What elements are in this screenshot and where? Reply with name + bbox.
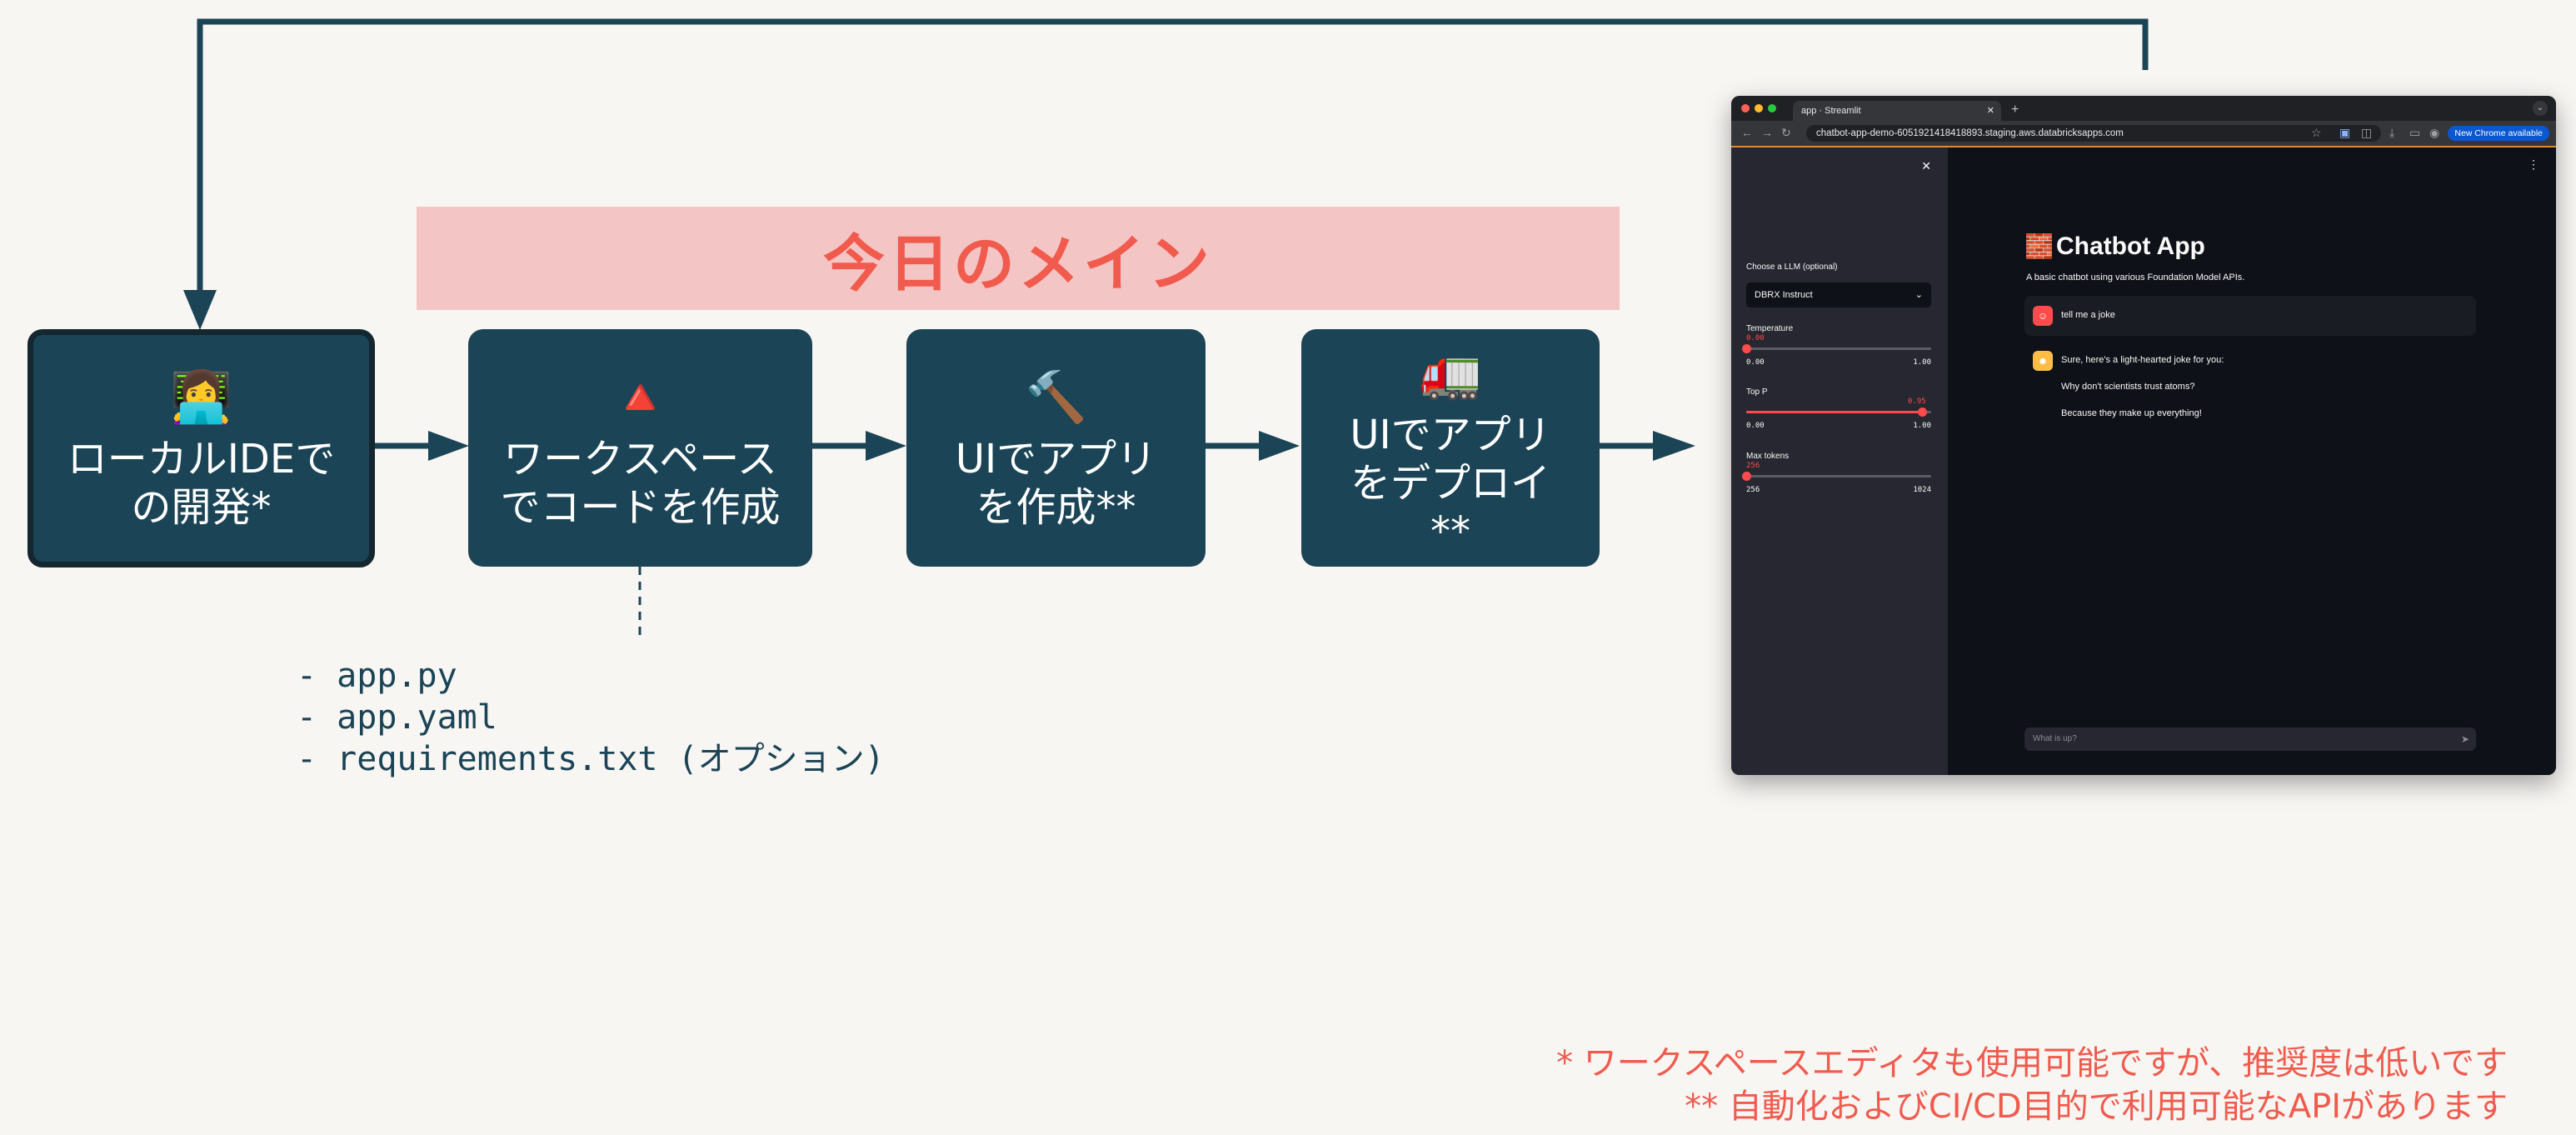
app-logo-icon: 🧱 — [2024, 233, 2054, 259]
chrome-update-button[interactable]: New Chrome available — [2448, 126, 2549, 141]
red-triangle-icon: 🔺 — [609, 368, 671, 427]
step-arrows — [375, 431, 1695, 461]
profile-avatar-icon[interactable]: ◉ — [2429, 126, 2440, 139]
step-label: UIでアプリ をデプロイ ** — [1350, 411, 1551, 555]
step-create-app-ui: 🔨 UIでアプリ を作成** — [906, 329, 1206, 567]
address-bar: ← → ↻ chatbot-app-demo-6051921418418893.… — [1731, 121, 2556, 148]
user-message: ☺ tell me a joke — [2024, 296, 2476, 336]
max-tokens-slider[interactable] — [1742, 472, 1931, 481]
temperature-min: 0.00 — [1746, 358, 1765, 367]
feedback-loop-line — [197, 18, 2149, 307]
browser-tab[interactable]: app · Streamlit ✕ — [1793, 101, 2001, 121]
slider-fill — [1746, 411, 1922, 413]
tab-title: app · Streamlit — [1801, 106, 1861, 116]
assistant-message-line: Sure, here's a light-hearted joke for yo… — [2061, 355, 2224, 365]
file-item: - app.yaml — [297, 698, 497, 737]
close-sidebar-icon[interactable]: ✕ — [1921, 159, 1931, 172]
slider-thumb[interactable] — [1742, 472, 1751, 481]
user-message-text: tell me a joke — [2061, 310, 2115, 320]
assistant-message: ☻ Sure, here's a light-hearted joke for … — [2024, 351, 2476, 434]
more-menu-icon[interactable]: ⋮ — [2528, 158, 2539, 171]
minimize-window-icon[interactable] — [1755, 104, 1763, 112]
streamlit-main: ⋮ 🧱 Chatbot App A basic chatbot using va… — [1948, 148, 2556, 775]
reload-icon[interactable]: ↻ — [1781, 126, 1791, 139]
app-title: Chatbot App — [2056, 232, 2205, 260]
top-p-value: 0.95 — [1908, 398, 1926, 406]
hammer-icon: 🔨 — [1025, 368, 1087, 427]
maximize-window-icon[interactable] — [1768, 104, 1776, 112]
url-field[interactable]: chatbot-app-demo-6051921418418893.stagin… — [1806, 125, 2381, 142]
main-topic-banner: 今日のメイン — [417, 207, 1620, 310]
slider-thumb[interactable] — [1917, 408, 1927, 417]
llm-select[interactable]: DBRX Instruct ⌄ — [1746, 282, 1931, 308]
tab-search-icon[interactable]: ⌄ — [2533, 101, 2548, 116]
temperature-max: 1.00 — [1913, 358, 1931, 367]
assistant-avatar-icon: ☻ — [2033, 351, 2053, 371]
browser-tab-bar: app · Streamlit ✕ + ⌄ — [1731, 96, 2556, 121]
temperature-label: Temperature — [1746, 324, 1794, 333]
banner-text: 今日のメイン — [823, 228, 1213, 300]
step-label: UIでアプリ を作成** — [955, 435, 1157, 531]
slider-thumb[interactable] — [1742, 344, 1751, 353]
browser-screenshot: app · Streamlit ✕ + ⌄ ← → ↻ chatbot-app-… — [1731, 96, 2556, 775]
chat-input[interactable]: What is up? ➤ — [2024, 728, 2476, 751]
send-icon[interactable]: ➤ — [2460, 733, 2469, 745]
footnote-2: ** 自動化およびCI/CD目的で利用可能なAPIがあります — [1685, 1088, 2508, 1126]
step-deploy-app-ui: 🚛 UIでアプリ をデプロイ ** — [1301, 329, 1600, 567]
step-local-ide: 👩‍💻 ローカルIDEで の開発* — [27, 329, 375, 568]
step-label: ワークスペース でコードを作成 — [500, 435, 781, 531]
file-list: - app.py - app.yaml - requirements.txt (… — [297, 655, 885, 780]
close-window-icon[interactable] — [1741, 104, 1750, 112]
forward-icon[interactable]: → — [1761, 126, 1773, 139]
extensions-puzzle-icon[interactable]: ◫ — [2361, 126, 2373, 139]
back-icon[interactable]: ← — [1741, 126, 1753, 139]
top-p-slider[interactable] — [1746, 408, 1931, 417]
temperature-slider[interactable] — [1742, 344, 1931, 353]
assistant-message-line: Because they make up everything! — [2061, 408, 2202, 418]
feedback-loop-arrowhead — [183, 290, 217, 330]
top-p-max: 1.00 — [1913, 422, 1931, 430]
temperature-value: 0.00 — [1746, 334, 1765, 342]
download-icon[interactable]: ⤓ — [2389, 126, 2395, 139]
file-item: - app.py — [297, 657, 457, 695]
top-p-min: 0.00 — [1746, 422, 1765, 430]
chat-input-placeholder: What is up? — [2033, 734, 2077, 743]
max-tokens-min: 256 — [1746, 486, 1760, 494]
llm-select-label: Choose a LLM (optional) — [1746, 262, 1838, 272]
footnotes: * ワークスペースエディタも使用可能ですが、推奨度は低いです ** 自動化および… — [1556, 1042, 2508, 1128]
max-tokens-label: Max tokens — [1746, 452, 1790, 461]
file-item: - requirements.txt (オプション) — [297, 740, 885, 778]
llm-select-value: DBRX Instruct — [1755, 290, 1813, 300]
url-text: chatbot-app-demo-6051921418418893.stagin… — [1816, 128, 2124, 138]
top-p-label: Top P — [1746, 388, 1768, 397]
developer-laptop-icon: 👩‍💻 — [170, 368, 232, 427]
footnote-1: * ワークスペースエディタも使用可能ですが、推奨度は低いです — [1556, 1044, 2508, 1082]
new-tab-icon[interactable]: + — [2011, 102, 2019, 117]
max-tokens-value: 256 — [1746, 462, 1760, 470]
delivery-truck-icon: 🚛 — [1419, 343, 1482, 402]
bookmark-star-icon[interactable]: ☆ — [2311, 126, 2322, 139]
assistant-message-line: Why don't scientists trust atoms? — [2061, 382, 2195, 392]
step-workspace-code: 🔺 ワークスペース でコードを作成 — [468, 329, 812, 567]
extension-icon[interactable]: ▣ — [2339, 126, 2351, 139]
close-tab-icon[interactable]: ✕ — [1986, 106, 1994, 116]
streamlit-sidebar: ✕ Choose a LLM (optional) DBRX Instruct … — [1731, 148, 1948, 775]
step-label: ローカルIDEで の開発* — [67, 436, 336, 531]
user-avatar-icon: ☺ — [2033, 306, 2053, 326]
chevron-down-icon: ⌄ — [1915, 290, 1923, 300]
side-panel-icon[interactable]: ▭ — [2409, 126, 2421, 139]
max-tokens-max: 1024 — [1913, 486, 1931, 494]
app-subtitle: A basic chatbot using various Foundation… — [2026, 272, 2245, 282]
